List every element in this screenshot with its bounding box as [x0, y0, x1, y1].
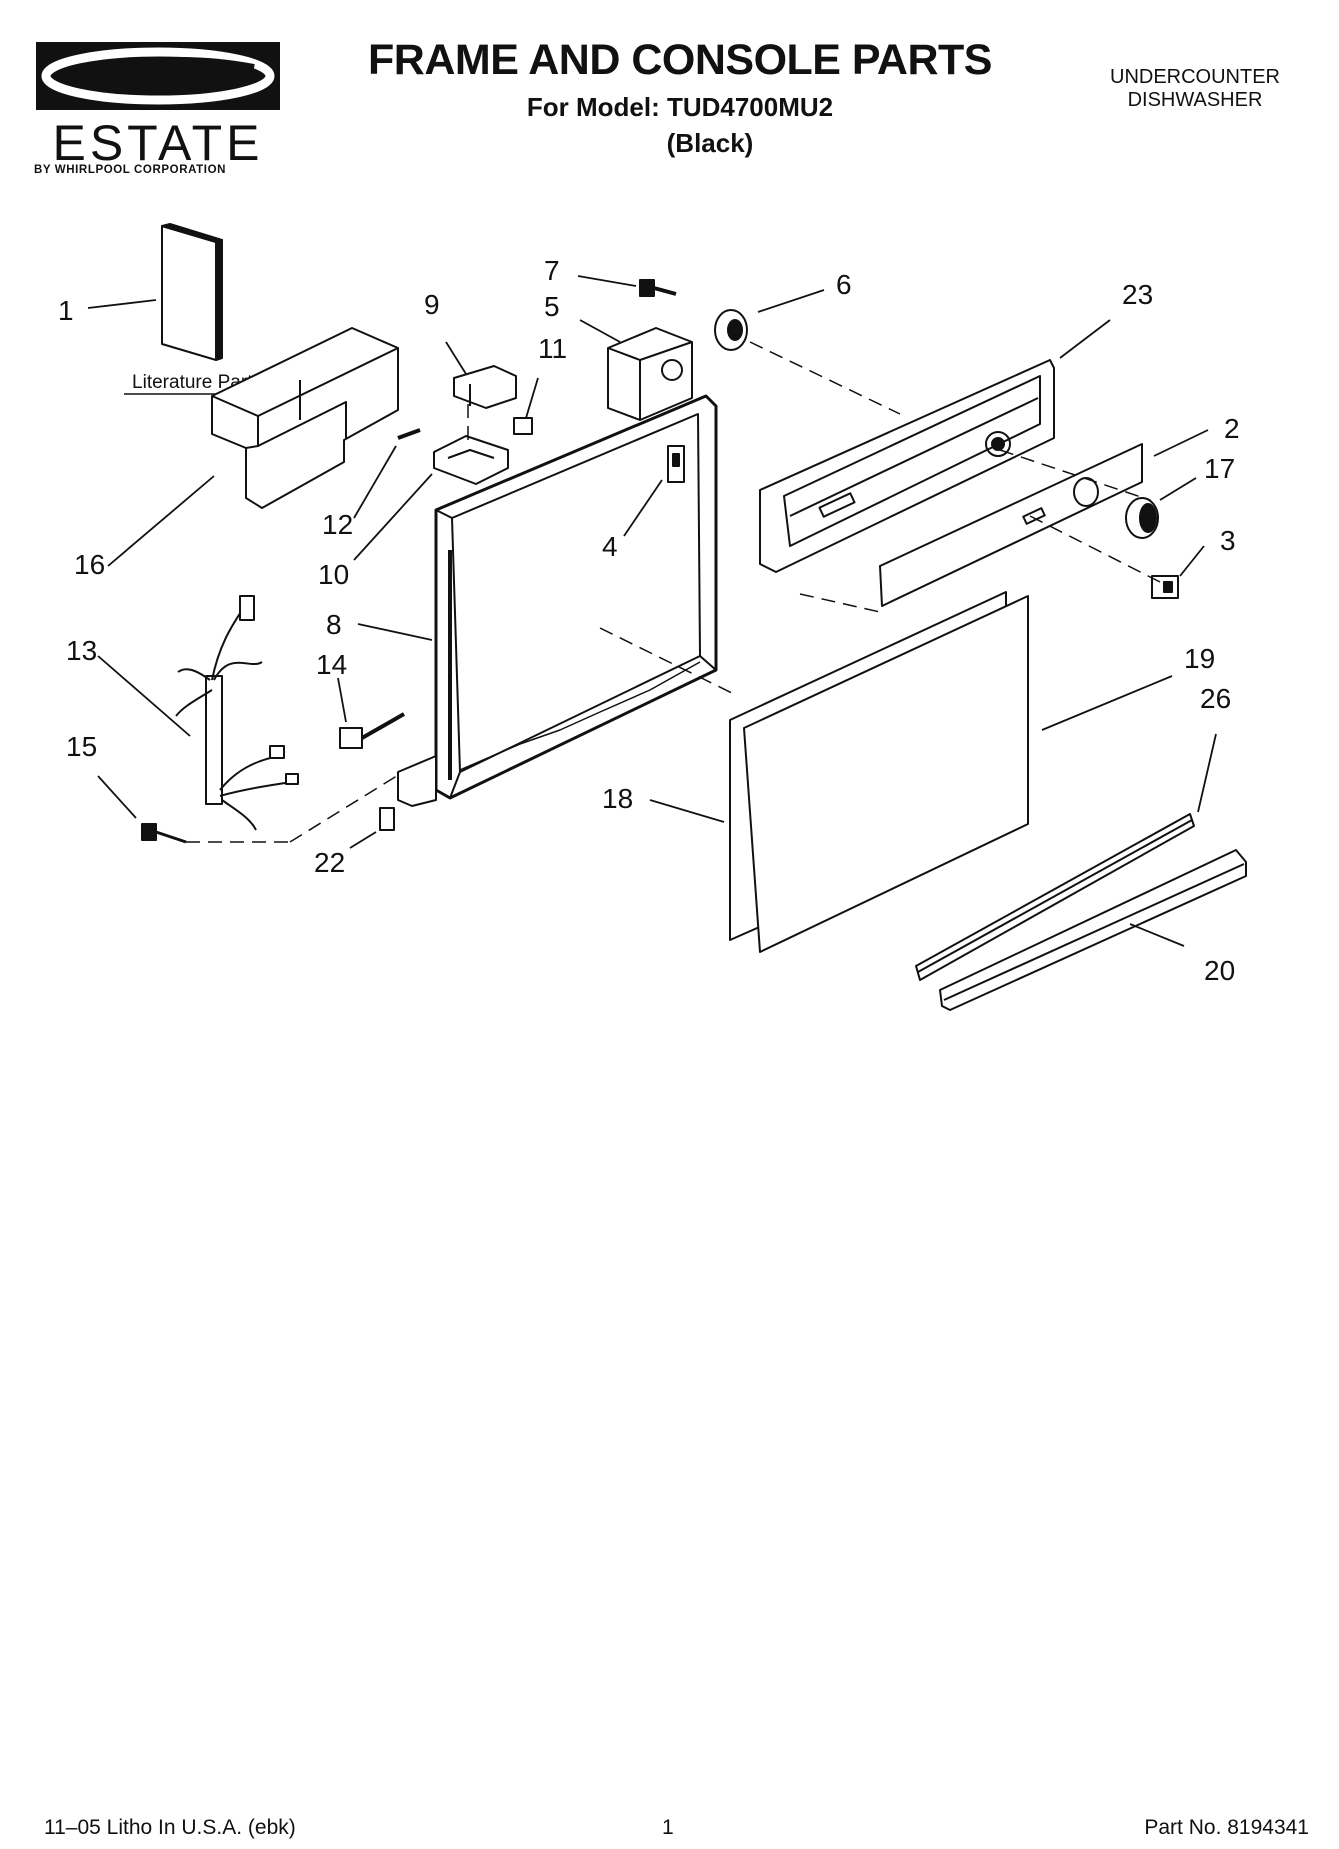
part-door-panel-19 [743, 595, 1029, 953]
callout-14: 14 [316, 649, 347, 680]
appliance-type-line2: DISHWASHER [1127, 89, 1263, 111]
part-clip-22 [379, 807, 395, 831]
callout-8: 8 [326, 609, 342, 640]
part-cover-16 [211, 327, 399, 509]
appliance-type-line1: UNDERCOUNTER [1110, 66, 1280, 88]
callout-6: 6 [836, 269, 852, 300]
callout-15: 15 [66, 731, 97, 762]
part-bracket-9 [453, 365, 517, 409]
brand-logo: ESTATE BY WHIRLPOOL CORPORATION [34, 40, 282, 176]
part-timer-5 [607, 327, 693, 421]
part-sensor-14 [339, 712, 405, 749]
callout-10: 10 [318, 559, 349, 590]
part-number: Part No. 8194341 [1144, 1816, 1309, 1839]
callout-9: 9 [424, 289, 440, 320]
part-bracket-10 [433, 435, 509, 485]
callout-11: 11 [538, 333, 567, 364]
part-console-panel-23 [759, 359, 1055, 573]
callout-4: 4 [602, 531, 618, 562]
part-trim-strip-20 [939, 849, 1247, 1011]
callout-19: 19 [1184, 643, 1215, 674]
appliance-type: UNDERCOUNTER DISHWASHER [1070, 66, 1320, 112]
leader-arrows [87, 275, 1217, 947]
part-knob-6 [714, 309, 748, 351]
brand-logo-subtext: BY WHIRLPOOL CORPORATION [34, 164, 227, 176]
part-door-frame-8 [397, 394, 718, 807]
callout-16: 16 [74, 549, 105, 580]
page-number: 1 [662, 1816, 674, 1839]
brand-logo-text: ESTATE [52, 115, 263, 164]
estate-swoosh-icon: ESTATE [36, 42, 280, 171]
part-screw-15 [141, 823, 187, 844]
part-wire-harness-13 [175, 595, 299, 831]
callout-18: 18 [602, 783, 633, 814]
callout-numbers: 1 2 3 4 5 6 7 8 9 10 11 12 13 14 15 16 1… [58, 255, 1240, 986]
callout-5: 5 [544, 291, 560, 322]
alignment-lines [186, 341, 1161, 843]
part-knob-17 [1125, 497, 1159, 539]
callout-2: 2 [1224, 413, 1240, 444]
part-latch-4 [667, 445, 685, 483]
callout-20: 20 [1204, 955, 1235, 986]
part-screw-7 [639, 279, 677, 297]
callout-23: 23 [1122, 279, 1153, 310]
page-title: FRAME AND CONSOLE PARTS [368, 36, 992, 84]
callout-26: 26 [1200, 683, 1231, 714]
callout-13: 13 [66, 635, 97, 666]
callout-17: 17 [1204, 453, 1235, 484]
part-clip-11 [513, 417, 533, 435]
part-literature-booklet [161, 223, 223, 361]
footer-litho: 11–05 Litho In U.S.A. (ebk) [44, 1816, 296, 1839]
callout-1: 1 [58, 295, 74, 326]
callout-12: 12 [322, 509, 353, 540]
exploded-parts-diagram: Literature Parts [58, 223, 1247, 1011]
color-variant: (Black) [666, 128, 754, 158]
callout-22: 22 [314, 847, 345, 878]
model-line: For Model: TUD4700MU2 [526, 92, 834, 122]
callout-3: 3 [1220, 525, 1236, 556]
callout-7: 7 [544, 255, 560, 286]
part-trim-strip-26 [915, 813, 1195, 981]
part-pin-12 [397, 428, 421, 440]
